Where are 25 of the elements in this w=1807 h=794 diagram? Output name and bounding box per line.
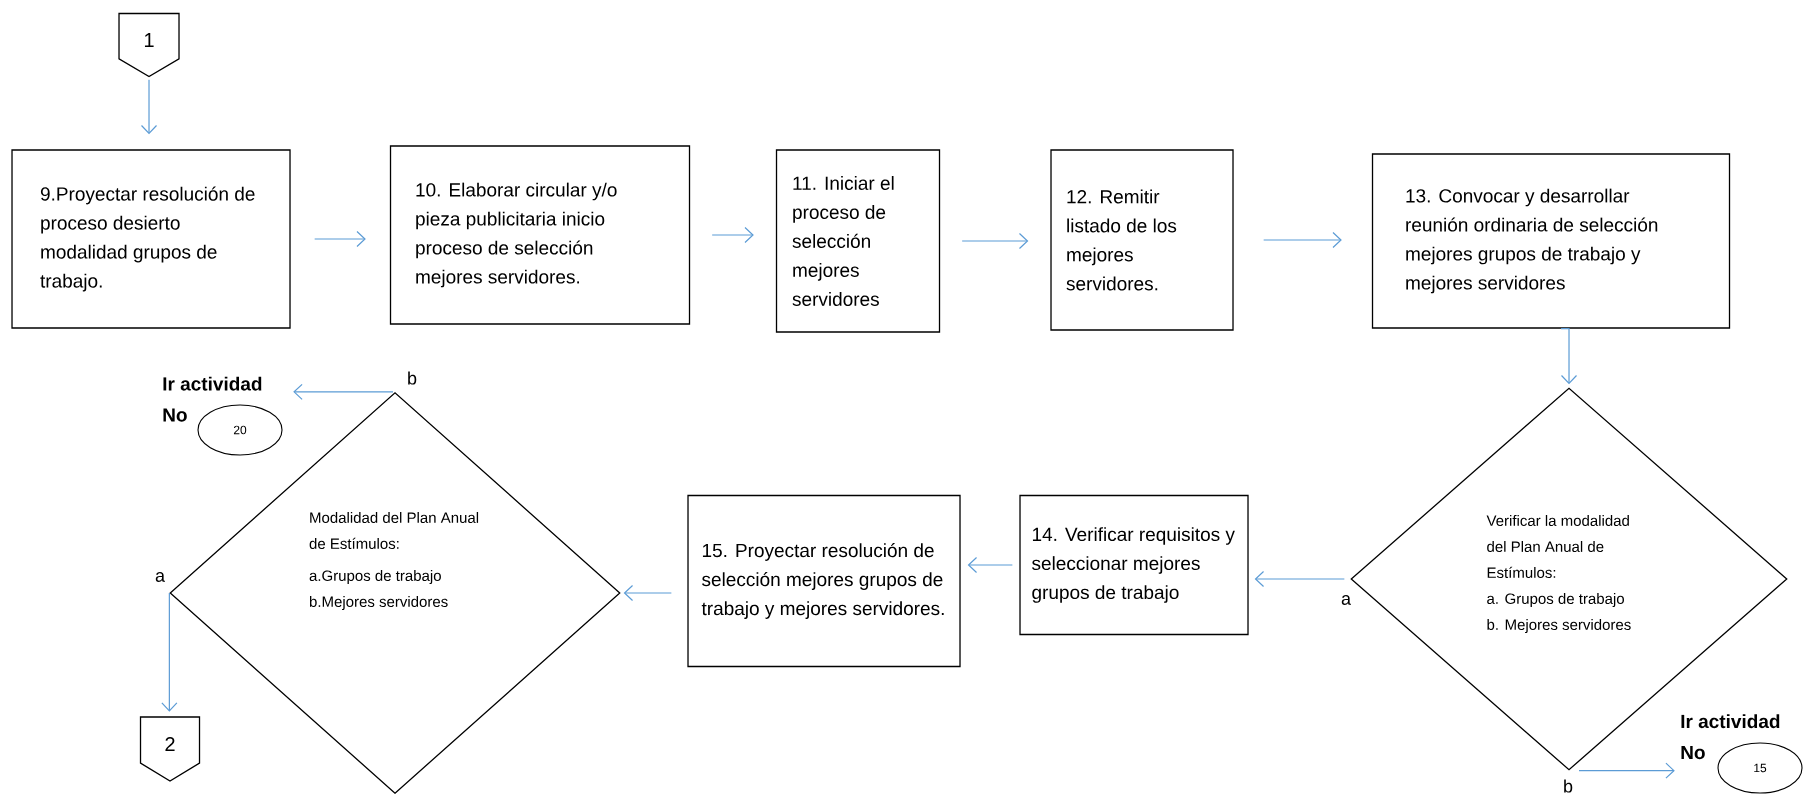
arrow: [1263, 231, 1342, 249]
offpage-connector: 2: [139, 716, 201, 782]
edge-label: b: [1562, 778, 1574, 794]
process-box: 10. Elaborar circular y/o pieza publicitaria inicio proceso de selección mejores servidores.: [389, 145, 691, 325]
process-box: 9.Proyectar resolución de proceso desierto modalidad grupos de trabajo.: [11, 149, 291, 329]
arrow: [623, 584, 672, 602]
arrow: [1254, 570, 1345, 588]
edge-label: a: [1340, 594, 1352, 606]
process-box: 11. Iniciar el proceso de selección mejores servidores: [775, 149, 941, 333]
process-box: 12. Remitir listado de los mejores servidores.: [1050, 149, 1234, 331]
arrow: [140, 79, 158, 135]
arrow: [1578, 762, 1675, 779]
process-box: 13. Convocar y desarrollar reunión ordinaria de selección mejores grupos de trabajo y mejores servidores: [1371, 153, 1731, 329]
arrow: [314, 230, 366, 248]
arrow: [1560, 328, 1578, 385]
edge-label: b: [406, 370, 418, 386]
process-box: 14. Verificar requisitos y seleccionar mejores grupos de trabajo: [1019, 494, 1249, 636]
arrow: [961, 232, 1029, 250]
arrow: [967, 556, 1013, 574]
offpage-connector: 1: [118, 12, 180, 78]
process-box: 15. Proyectar resolución de selección mejores grupos de trabajo y mejores servidores.: [687, 494, 961, 668]
edge-label: a: [154, 571, 166, 583]
arrow: [293, 383, 394, 400]
arrow: [711, 226, 754, 244]
arrow: [161, 592, 178, 712]
